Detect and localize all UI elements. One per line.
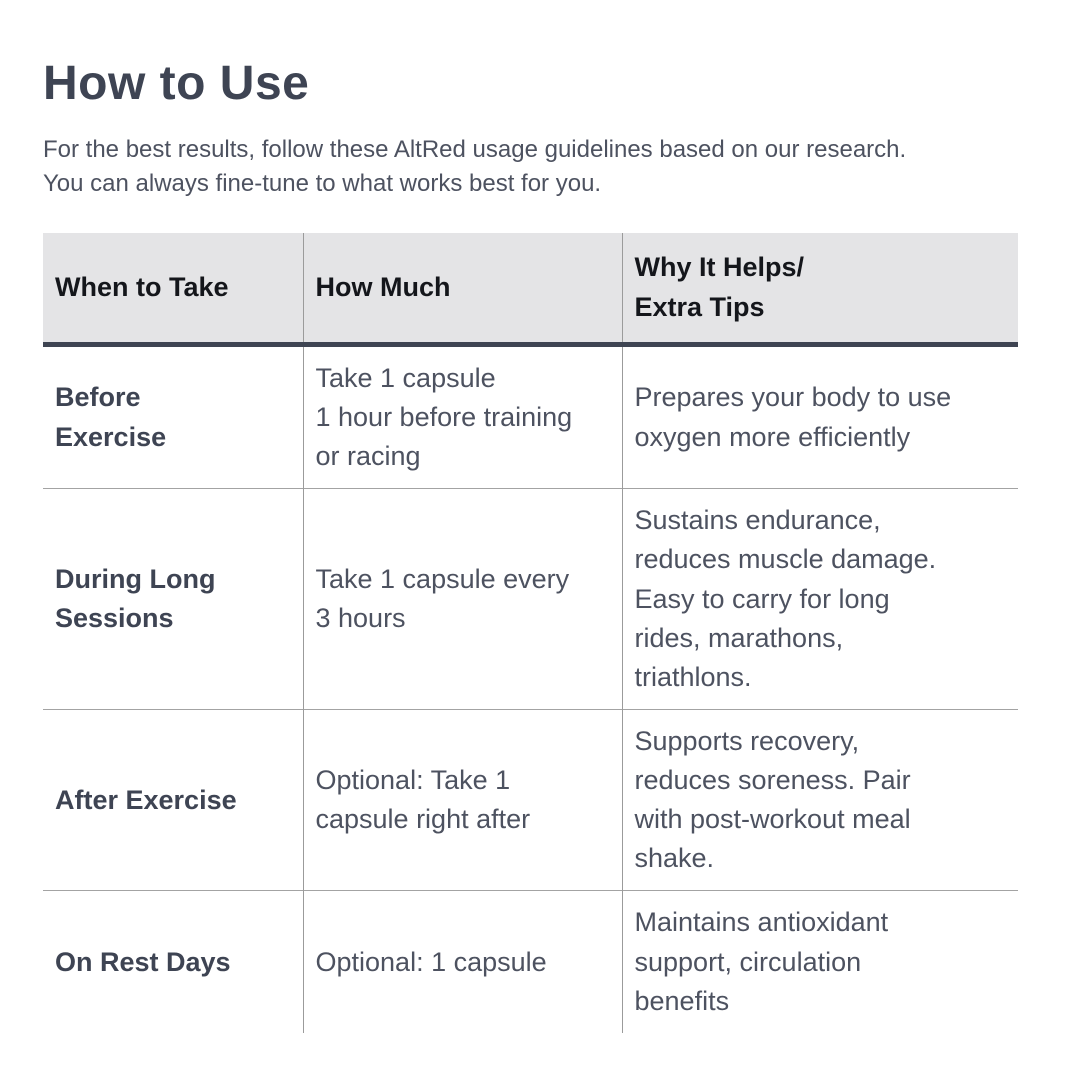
row-how-much-value: Optional: Take 1 capsule right after — [302, 708, 622, 891]
table-row-on-rest-days: On Rest Days Optional: 1 capsule Maintai… — [43, 890, 1018, 1033]
row-how-much-value: Take 1 capsule every 3 hours — [302, 488, 622, 710]
row-how-much-value: Take 1 capsule 1 hour before training or… — [302, 344, 622, 489]
row-why-value: Supports recovery, reduces soreness. Pai… — [621, 708, 1018, 891]
table-header: When to Take How Much Why It Helps/ Extr… — [43, 232, 1018, 347]
usage-guidelines-table: When to Take How Much Why It Helps/ Extr… — [43, 232, 1018, 1033]
row-why-value: Maintains antioxidant support, circulati… — [621, 890, 1018, 1033]
table-header-row: When to Take How Much Why It Helps/ Extr… — [43, 232, 1018, 347]
table-row-during-long-sessions: During Long Sessions Take 1 capsule ever… — [43, 488, 1018, 710]
row-how-much-value: Optional: 1 capsule — [302, 890, 622, 1033]
row-when-label: On Rest Days — [43, 890, 303, 1033]
page-title: How to Use — [43, 57, 310, 110]
row-why-value: Prepares your body to use oxygen more ef… — [621, 344, 1018, 489]
table-row-after-exercise: After Exercise Optional: Take 1 capsule … — [43, 708, 1018, 891]
row-why-value: Sustains endurance, reduces muscle damag… — [621, 488, 1018, 710]
column-header-why-it-helps: Why It Helps/ Extra Tips — [621, 232, 1018, 347]
column-header-when-to-take: When to Take — [43, 232, 303, 347]
row-when-label: Before Exercise — [55, 382, 167, 452]
row-when-label: During Long Sessions — [43, 488, 303, 710]
column-header-how-much: How Much — [302, 232, 622, 347]
table-row-before-exercise: Before Exercise Take 1 capsule 1 hour be… — [43, 344, 1018, 489]
page-subtitle: For the best results, follow these AltRe… — [43, 135, 907, 197]
row-when-label: After Exercise — [43, 708, 303, 891]
